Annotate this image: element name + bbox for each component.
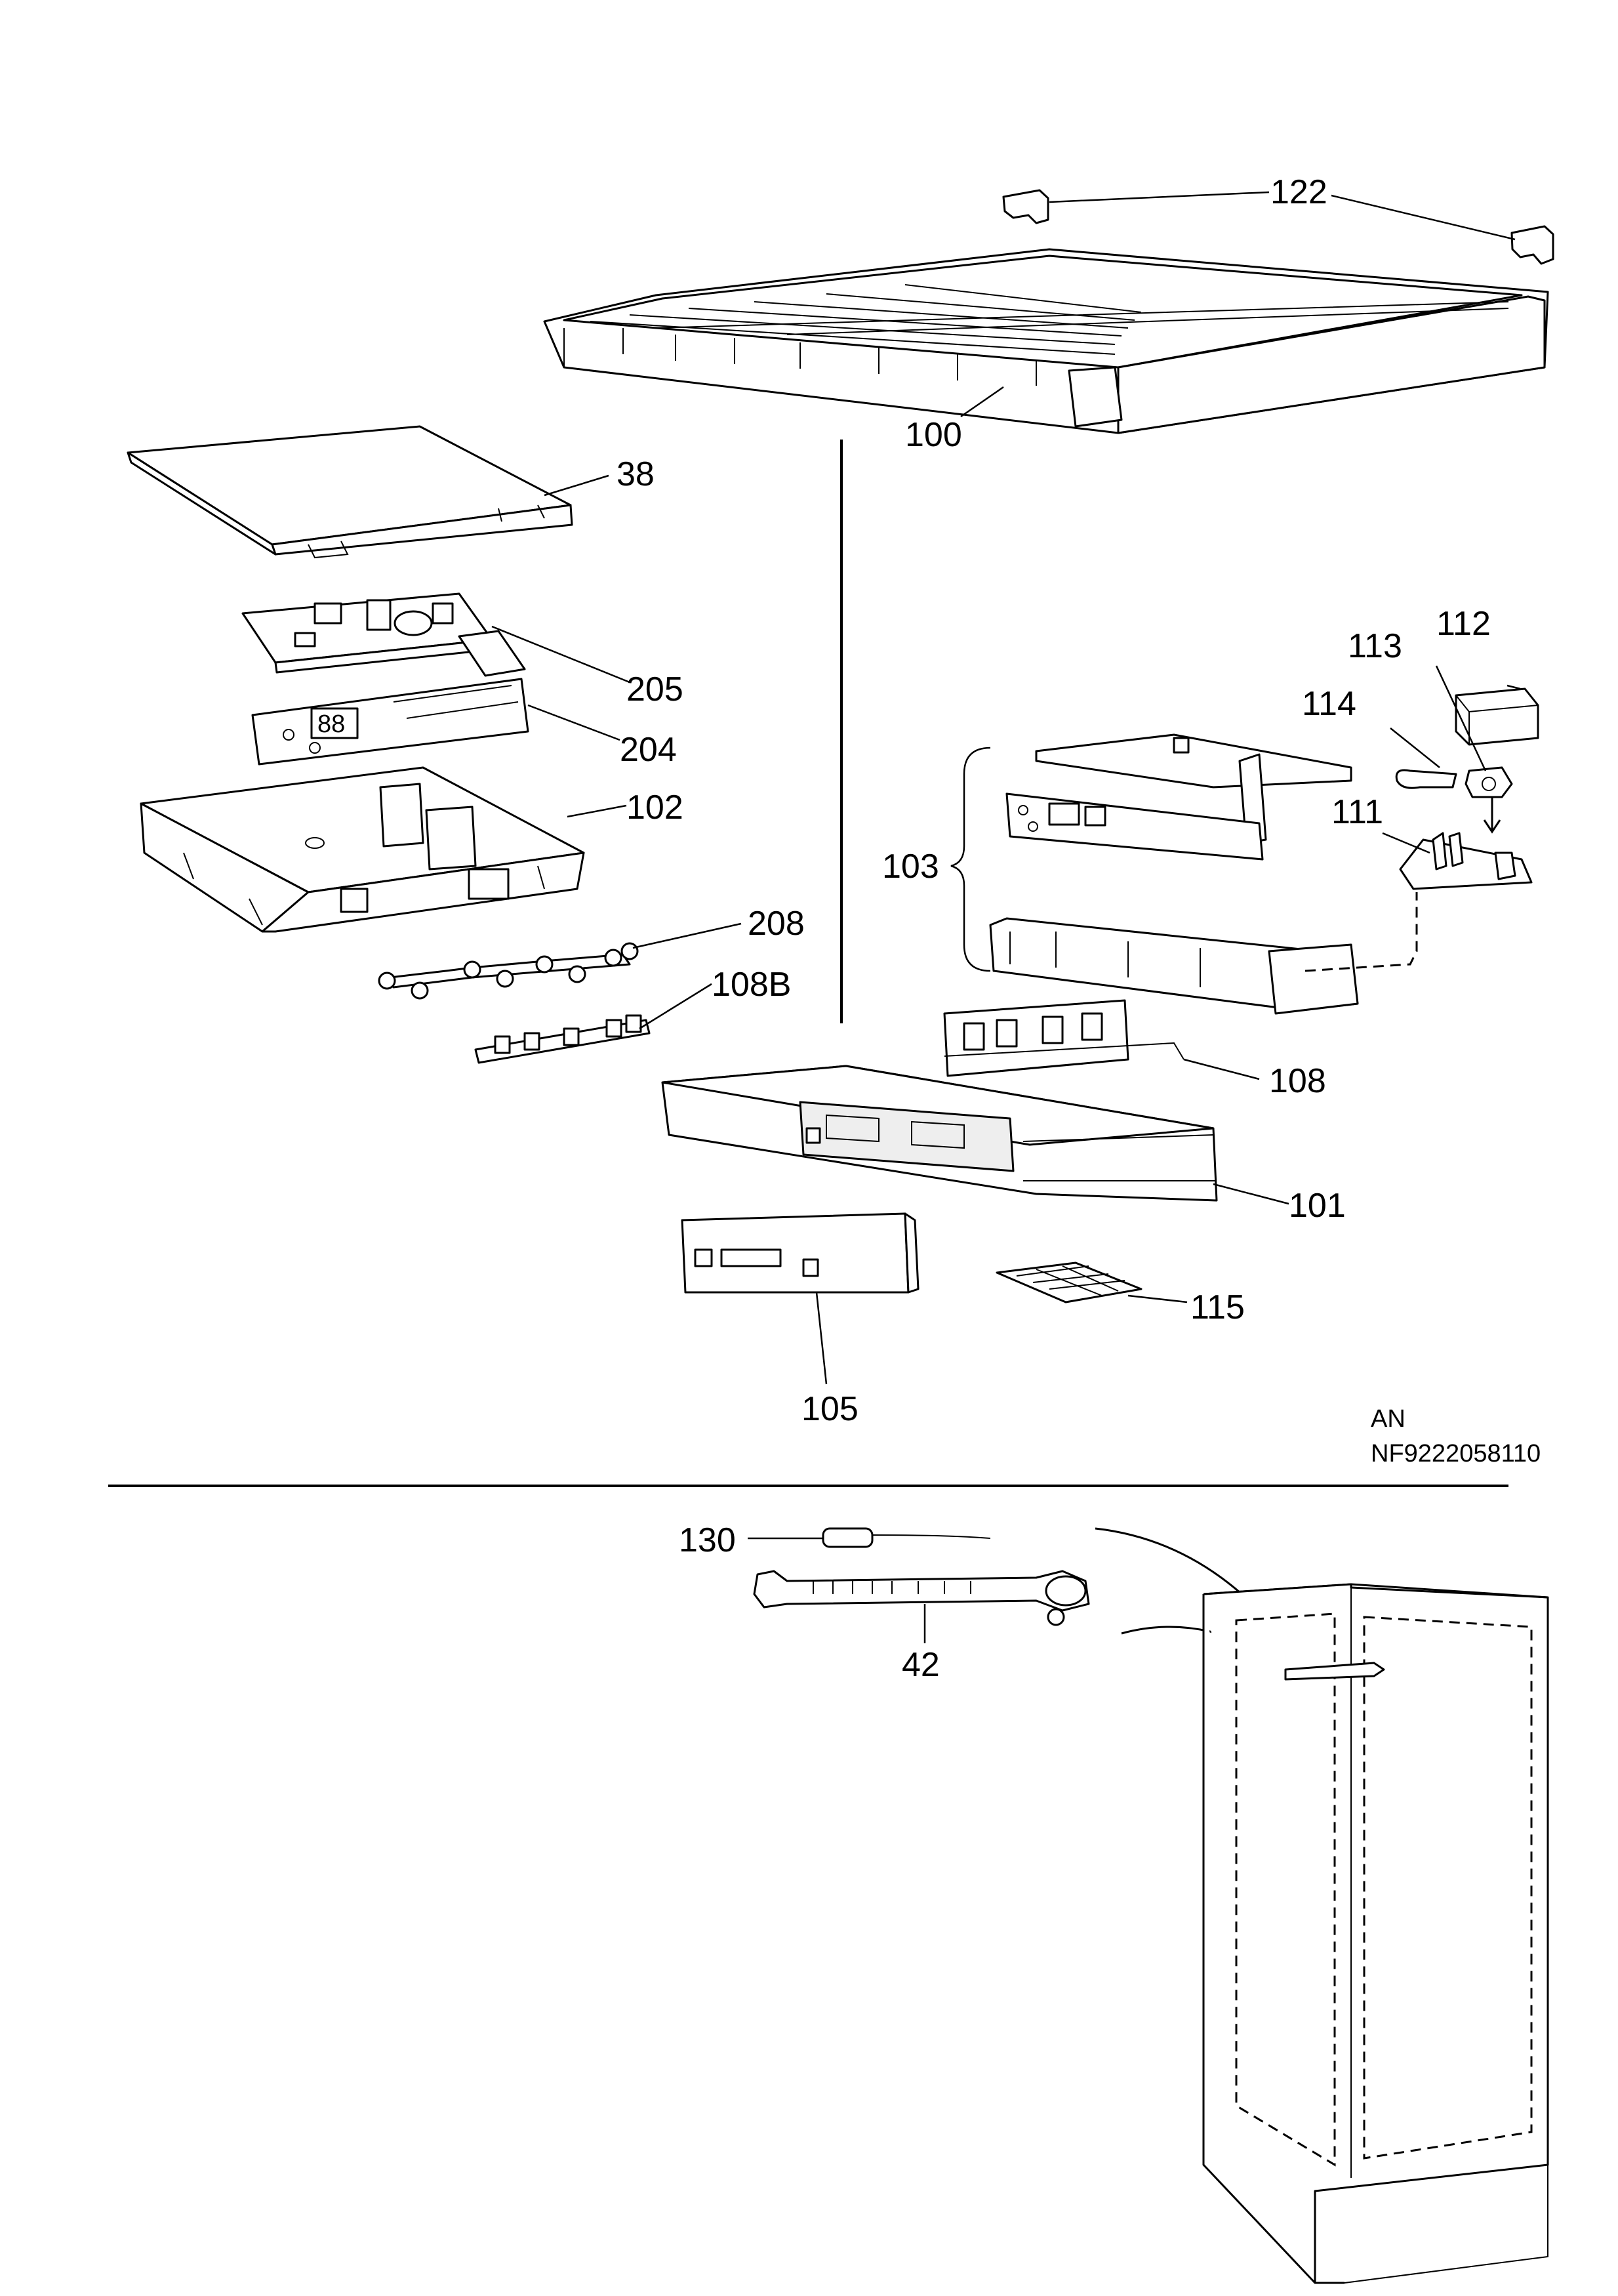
- part-111-lamp-holder: [1399, 832, 1533, 890]
- label-108: 108: [1269, 1062, 1326, 1100]
- part-101-control-panel: [661, 1065, 1218, 1202]
- part-204-display-pcb: 88: [251, 678, 529, 766]
- part-42-sensor-clip: [753, 1570, 1090, 1626]
- label-103: 103: [882, 848, 939, 886]
- label-208: 208: [748, 905, 805, 943]
- part-108b-button-strip: [474, 1014, 651, 1064]
- label-114: 114: [1302, 685, 1356, 723]
- cabinet-body: [1202, 1583, 1549, 2284]
- label-100: 100: [905, 416, 962, 454]
- label-101: 101: [1289, 1187, 1346, 1225]
- part-102-control-housing: [140, 766, 585, 933]
- part-103-display-assembly: [989, 733, 1359, 1015]
- label-205: 205: [626, 670, 683, 708]
- label-113: 113: [1348, 627, 1402, 665]
- part-113-lamp-socket: [1465, 766, 1513, 834]
- reference-code-line2: NF9222058110: [1371, 1440, 1541, 1467]
- label-130: 130: [679, 1521, 736, 1559]
- part-122-end-caps: [1002, 189, 1554, 265]
- part-130-sensor: [748, 1527, 991, 1548]
- part-114-lamp-bulb: [1395, 769, 1457, 789]
- label-111: 111: [1331, 793, 1383, 831]
- label-105: 105: [801, 1390, 859, 1428]
- label-102: 102: [626, 789, 683, 827]
- part-103-bracket: [950, 747, 991, 972]
- leader-lines: [491, 191, 1521, 1643]
- label-115: 115: [1190, 1288, 1245, 1326]
- reference-code-line1: AN: [1371, 1405, 1406, 1433]
- part-108-button-carrier: [943, 999, 1184, 1077]
- label-122: 122: [1270, 173, 1327, 211]
- part-208-spring-chain: [378, 942, 639, 1000]
- part-labels: 122 100 38 205 204 102 208 108B 113 112 …: [617, 173, 1491, 1684]
- part-205-main-pcb: [241, 592, 526, 677]
- part-112-cap: [1455, 687, 1539, 746]
- svg-text:88: 88: [317, 710, 345, 738]
- part-115-filter-grid: [996, 1261, 1143, 1303]
- label-42: 42: [902, 1646, 940, 1684]
- part-111-connection-path: [1305, 892, 1418, 972]
- label-108b: 108B: [712, 966, 791, 1004]
- part-38-cover-plate: [127, 425, 573, 559]
- part-100-top-frame: [543, 248, 1549, 434]
- label-112: 112: [1436, 605, 1491, 643]
- part-105-display-lens: [681, 1212, 920, 1294]
- label-204: 204: [620, 731, 677, 769]
- label-38: 38: [617, 455, 655, 493]
